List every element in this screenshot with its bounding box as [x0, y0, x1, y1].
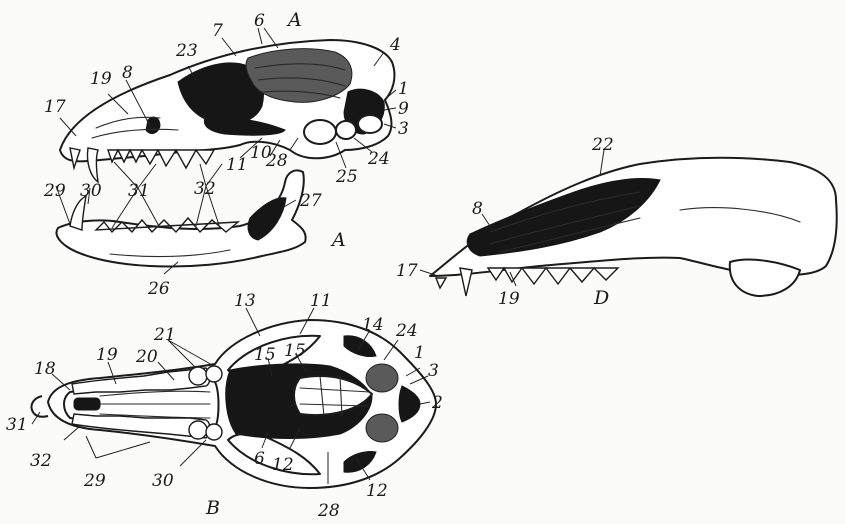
label-ventral-30: 32 — [30, 451, 52, 471]
label-ventral-32: 30 — [152, 471, 174, 491]
label-lateral-8: 8 — [122, 63, 133, 83]
panel-letter-juvenile: D — [593, 287, 609, 309]
label-juvenile-19: 19 — [498, 289, 520, 309]
label-lateral-17: 17 — [44, 97, 66, 117]
label-lateral-27: 27 — [299, 191, 322, 211]
label-ventral-12: 14 — [362, 315, 384, 335]
label-lateral-6: 6 — [254, 11, 265, 31]
label-ventral-3: 3 — [428, 361, 439, 381]
panel-letter-ventral: B — [205, 497, 220, 519]
panel-letter-lateral: A — [286, 9, 302, 31]
label-lateral-7: 7 — [212, 21, 223, 41]
label-lateral-3: 3 — [398, 119, 409, 139]
label-ventral-21: 21 — [153, 325, 176, 345]
label-ventral-15b: 12 — [366, 481, 388, 501]
label-lateral-24: 24 — [367, 149, 390, 169]
label-ventral-24: 24 — [395, 321, 418, 341]
ventral-skull-drawing — [31, 320, 436, 488]
label-lateral-4: 4 — [389, 35, 401, 55]
label-lateral-23: 23 — [175, 41, 198, 61]
label-ventral-6: 6 — [254, 449, 265, 469]
label-ventral-10: 11 — [310, 291, 332, 311]
label-ventral-29: 31 — [6, 415, 28, 435]
label-lateral-30: 30 — [80, 181, 102, 201]
label-lateral-32: 32 — [194, 179, 216, 199]
label-juvenile-22: 22 — [591, 135, 614, 155]
label-ventral-1: 1 — [414, 343, 425, 363]
label-ventral-31: 29 — [83, 471, 106, 491]
label-lateral-26: 26 — [147, 279, 170, 299]
label-juvenile-8: 8 — [472, 199, 483, 219]
label-ventral-13: 15 — [254, 345, 276, 365]
label-ventral-11: 13 — [234, 291, 256, 311]
label-ventral-2: 2 — [431, 393, 443, 413]
label-ventral-20: 20 — [135, 347, 158, 367]
label-ventral-15a: 12 — [272, 455, 294, 475]
label-lateral-28: 28 — [265, 151, 288, 171]
label-lateral-1: 1 — [398, 79, 409, 99]
label-lateral-29: 29 — [43, 181, 66, 201]
label-ventral-14: 15 — [284, 341, 306, 361]
label-ventral-18: 18 — [34, 359, 56, 379]
label-lateral-19: 19 — [90, 69, 112, 89]
label-juvenile-17: 17 — [396, 261, 418, 281]
label-ventral-19: 19 — [96, 345, 118, 365]
label-lateral-11: 11 — [226, 155, 248, 175]
label-lateral-31: 31 — [128, 181, 150, 201]
label-ventral-28: 28 — [317, 501, 340, 521]
panel-letter-lateral-lower: A — [330, 229, 346, 251]
label-lateral-9: 9 — [398, 99, 409, 119]
label-lateral-25: 25 — [335, 167, 358, 187]
